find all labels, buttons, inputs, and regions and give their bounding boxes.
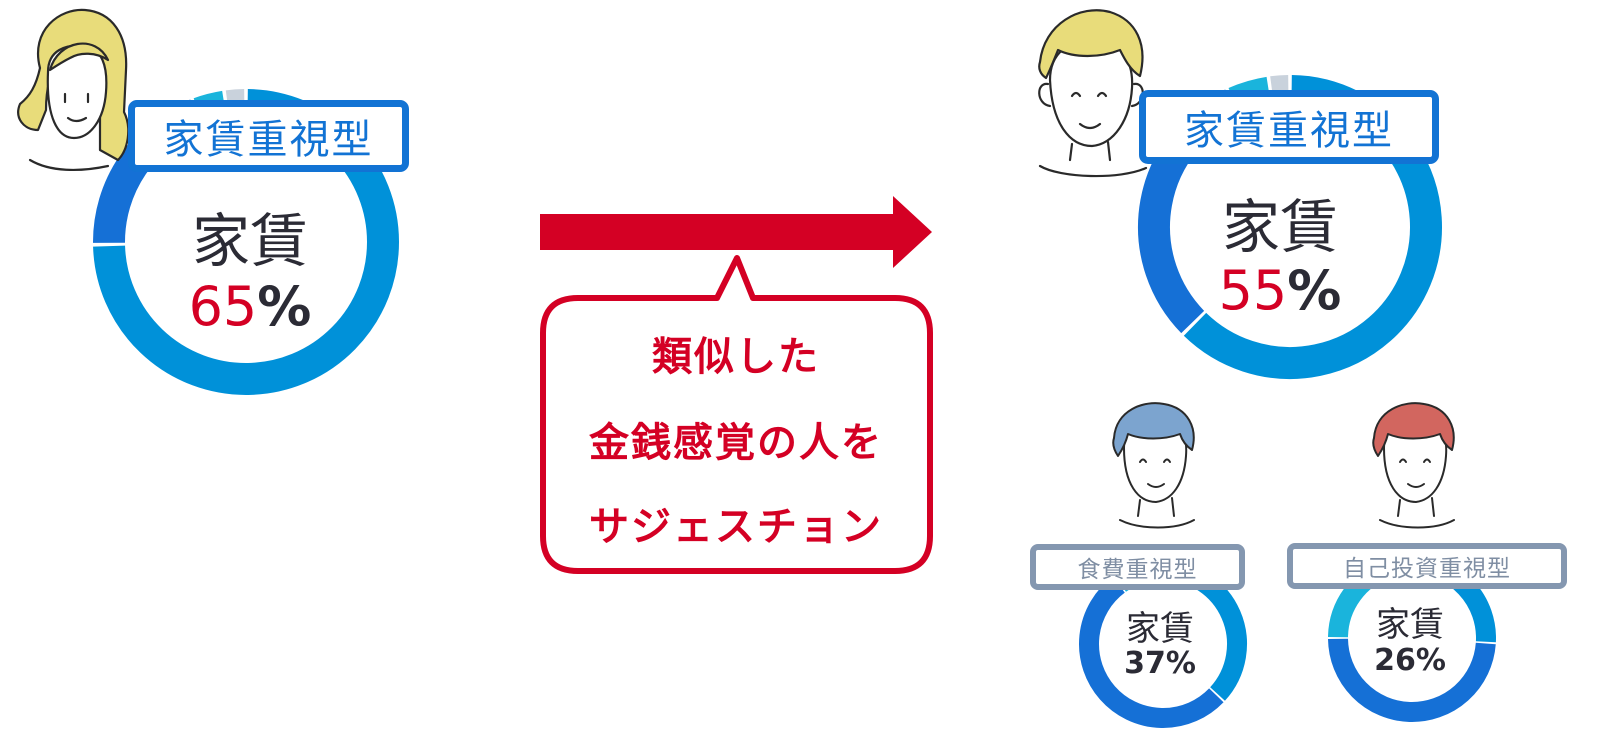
man-main-neck [1068, 140, 1112, 162]
man-invest-eye-left [1399, 458, 1407, 463]
man-invest-mouth [1407, 483, 1425, 488]
speech-bubble-shape [540, 255, 933, 574]
center-category-match-main: 家賃 [1221, 193, 1338, 261]
man-main-collar [1038, 164, 1148, 178]
callout-line-2: 金銭感覚の人を [589, 420, 883, 466]
woman-avatar-icon [17, 8, 130, 172]
man-food-avatar-icon [1112, 402, 1195, 529]
center-percent-match-food: 37% [1124, 646, 1196, 681]
man-invest-avatar-icon [1372, 402, 1455, 529]
man-main-avatar-icon [1038, 9, 1148, 178]
man-food-collar [1119, 497, 1195, 529]
man-main-eye-left [1070, 91, 1082, 98]
man-main-eye-right [1096, 91, 1108, 98]
percent-value-match-main: 55 [1218, 259, 1288, 322]
man-main-ear-left [1038, 82, 1052, 108]
center-percent-user: 65% [150, 275, 350, 338]
callout-line-3: サジェスチョン [589, 504, 883, 550]
type-label-user: 家賃重視型 [128, 100, 409, 172]
percent-sign-match-main: % [1287, 259, 1342, 322]
woman-mouth [66, 116, 88, 123]
type-label-match-main: 家賃重視型 [1139, 90, 1439, 164]
center-category-match-food: 家賃 [1126, 609, 1194, 649]
man-main-mouth [1078, 122, 1102, 130]
callout-line-1: 類似した [652, 334, 820, 380]
center-category-match-invest: 家賃 [1376, 605, 1444, 645]
type-label-match-food: 食費重視型 [1030, 544, 1245, 590]
center-category-user: 家賃 [191, 207, 308, 275]
center-percent-match-main: 55% [1180, 259, 1380, 322]
woman-fringe-shape [48, 42, 110, 72]
man-invest-collar [1379, 497, 1455, 529]
man-invest-eye-right [1423, 458, 1431, 463]
type-label-match-invest: 自己投資重視型 [1287, 543, 1567, 589]
percent-sign-user: % [257, 275, 312, 338]
man-food-eye-left [1139, 458, 1147, 463]
man-food-mouth [1147, 483, 1165, 488]
man-invest-hair-shape [1372, 402, 1455, 457]
donut-segment-match-invest-other-a [1328, 638, 1496, 722]
woman-neck-line [28, 158, 110, 172]
donut-segment-match-food-other-a [1079, 576, 1224, 728]
man-food-hair-shape [1112, 402, 1195, 457]
right-arrow-icon [540, 196, 932, 268]
center-percent-match-invest: 26% [1374, 643, 1446, 678]
percent-value-user: 65 [188, 275, 258, 338]
man-food-eye-right [1163, 458, 1171, 463]
man-main-hair-shape [1038, 9, 1144, 80]
